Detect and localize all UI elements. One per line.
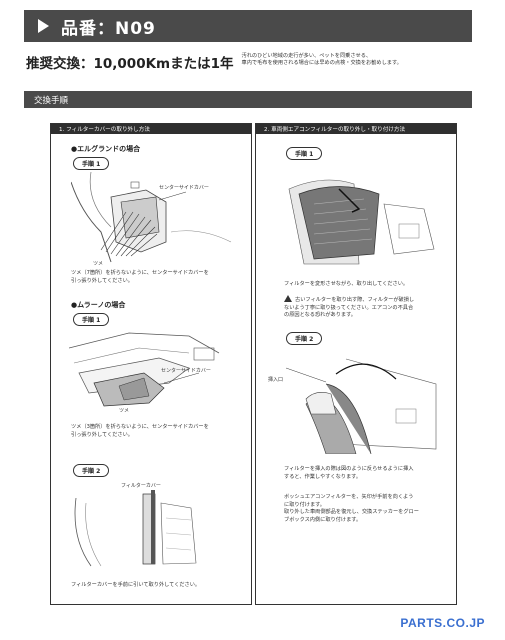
step2-badge: 手順 2 <box>73 464 110 477</box>
insert-note: フィルターを挿入の際は図のように反らせるように挿入 すると、作業しやすくなります… <box>284 466 414 480</box>
elgrand-step1-badge: 手順 1 <box>73 157 110 170</box>
right-panel-heading: 2. 車両側エアコンフィルターの取り外し・取り付け方法 <box>256 124 456 134</box>
play-triangle-icon <box>38 19 49 33</box>
elgrand-illustration <box>71 172 232 263</box>
right-step1-badge: 手順 1 <box>286 147 323 160</box>
elgrand-tsume-label: ツメ <box>93 261 104 267</box>
install-note: ボッシュエアコンフィルターを、矢印が手前を向くよう に取り付けます。 取り外した… <box>284 494 419 523</box>
warning-icon <box>284 295 292 302</box>
recommendation-note: 汚れのひどい地域の走行が多い、ペットを同乗させる、 車内で毛布を使用される場合に… <box>241 53 402 66</box>
filter-cover-label: フィルターカバー <box>121 483 161 489</box>
filter-cover-illustration <box>74 490 197 567</box>
recommendation: 推奨交換：10,000Kmまたは1年 汚れのひどい地域の走行が多い、ペットを同乗… <box>26 52 402 72</box>
section-title: 交換手順 <box>24 91 472 108</box>
page-title: 品番：N09 <box>61 18 156 39</box>
elgrand-title: ●エルグランドの場合 <box>71 145 141 153</box>
elgrand-cover-label: センターサイドカバー <box>159 185 209 191</box>
remove-filter-illustration <box>288 179 435 265</box>
left-panel: 1. フィルターカバーの取り外し方法 ●エルグランドの場合 手順 1 センターサ… <box>50 123 252 605</box>
elgrand-note: ツメ（7箇所）を折らないように、センターサイドカバーを 引っ張り外してください。 <box>71 270 209 284</box>
recommendation-main: 推奨交換：10,000Kmまたは1年 <box>26 56 234 72</box>
title-bar: 品番：N09 <box>24 10 472 42</box>
inlet-label: 挿入口 <box>268 377 284 383</box>
insert-filter-illustration <box>286 358 437 454</box>
murano-tsume-label: ツメ <box>119 408 130 414</box>
murano-step1-badge: 手順 1 <box>73 313 110 326</box>
murano-note: ツメ（3箇所）を折らないように、センターサイドカバーを 引っ張り外してください。 <box>71 424 209 438</box>
right-panel: 2. 車両側エアコンフィルターの取り外し・取り付け方法 手順 1 フィルターを変… <box>255 123 457 605</box>
remove-filter-note: フィルターを変形させながら、取り出してください。 <box>284 281 409 287</box>
warning-note: 古いフィルターを取り出す際、フィルターが破損し ないよう丁寧に取り扱ってください… <box>284 295 415 318</box>
parts-logo: PARTS.CO.JP <box>400 616 485 630</box>
murano-cover-label: センターサイドカバー <box>161 368 211 374</box>
murano-illustration <box>69 332 220 407</box>
step2-note: フィルターカバーを手前に引いて取り外してください。 <box>71 582 201 588</box>
left-panel-heading: 1. フィルターカバーの取り外し方法 <box>51 124 251 134</box>
murano-title: ●ムラーノの場合 <box>71 301 126 309</box>
right-step2-badge: 手順 2 <box>286 332 323 345</box>
